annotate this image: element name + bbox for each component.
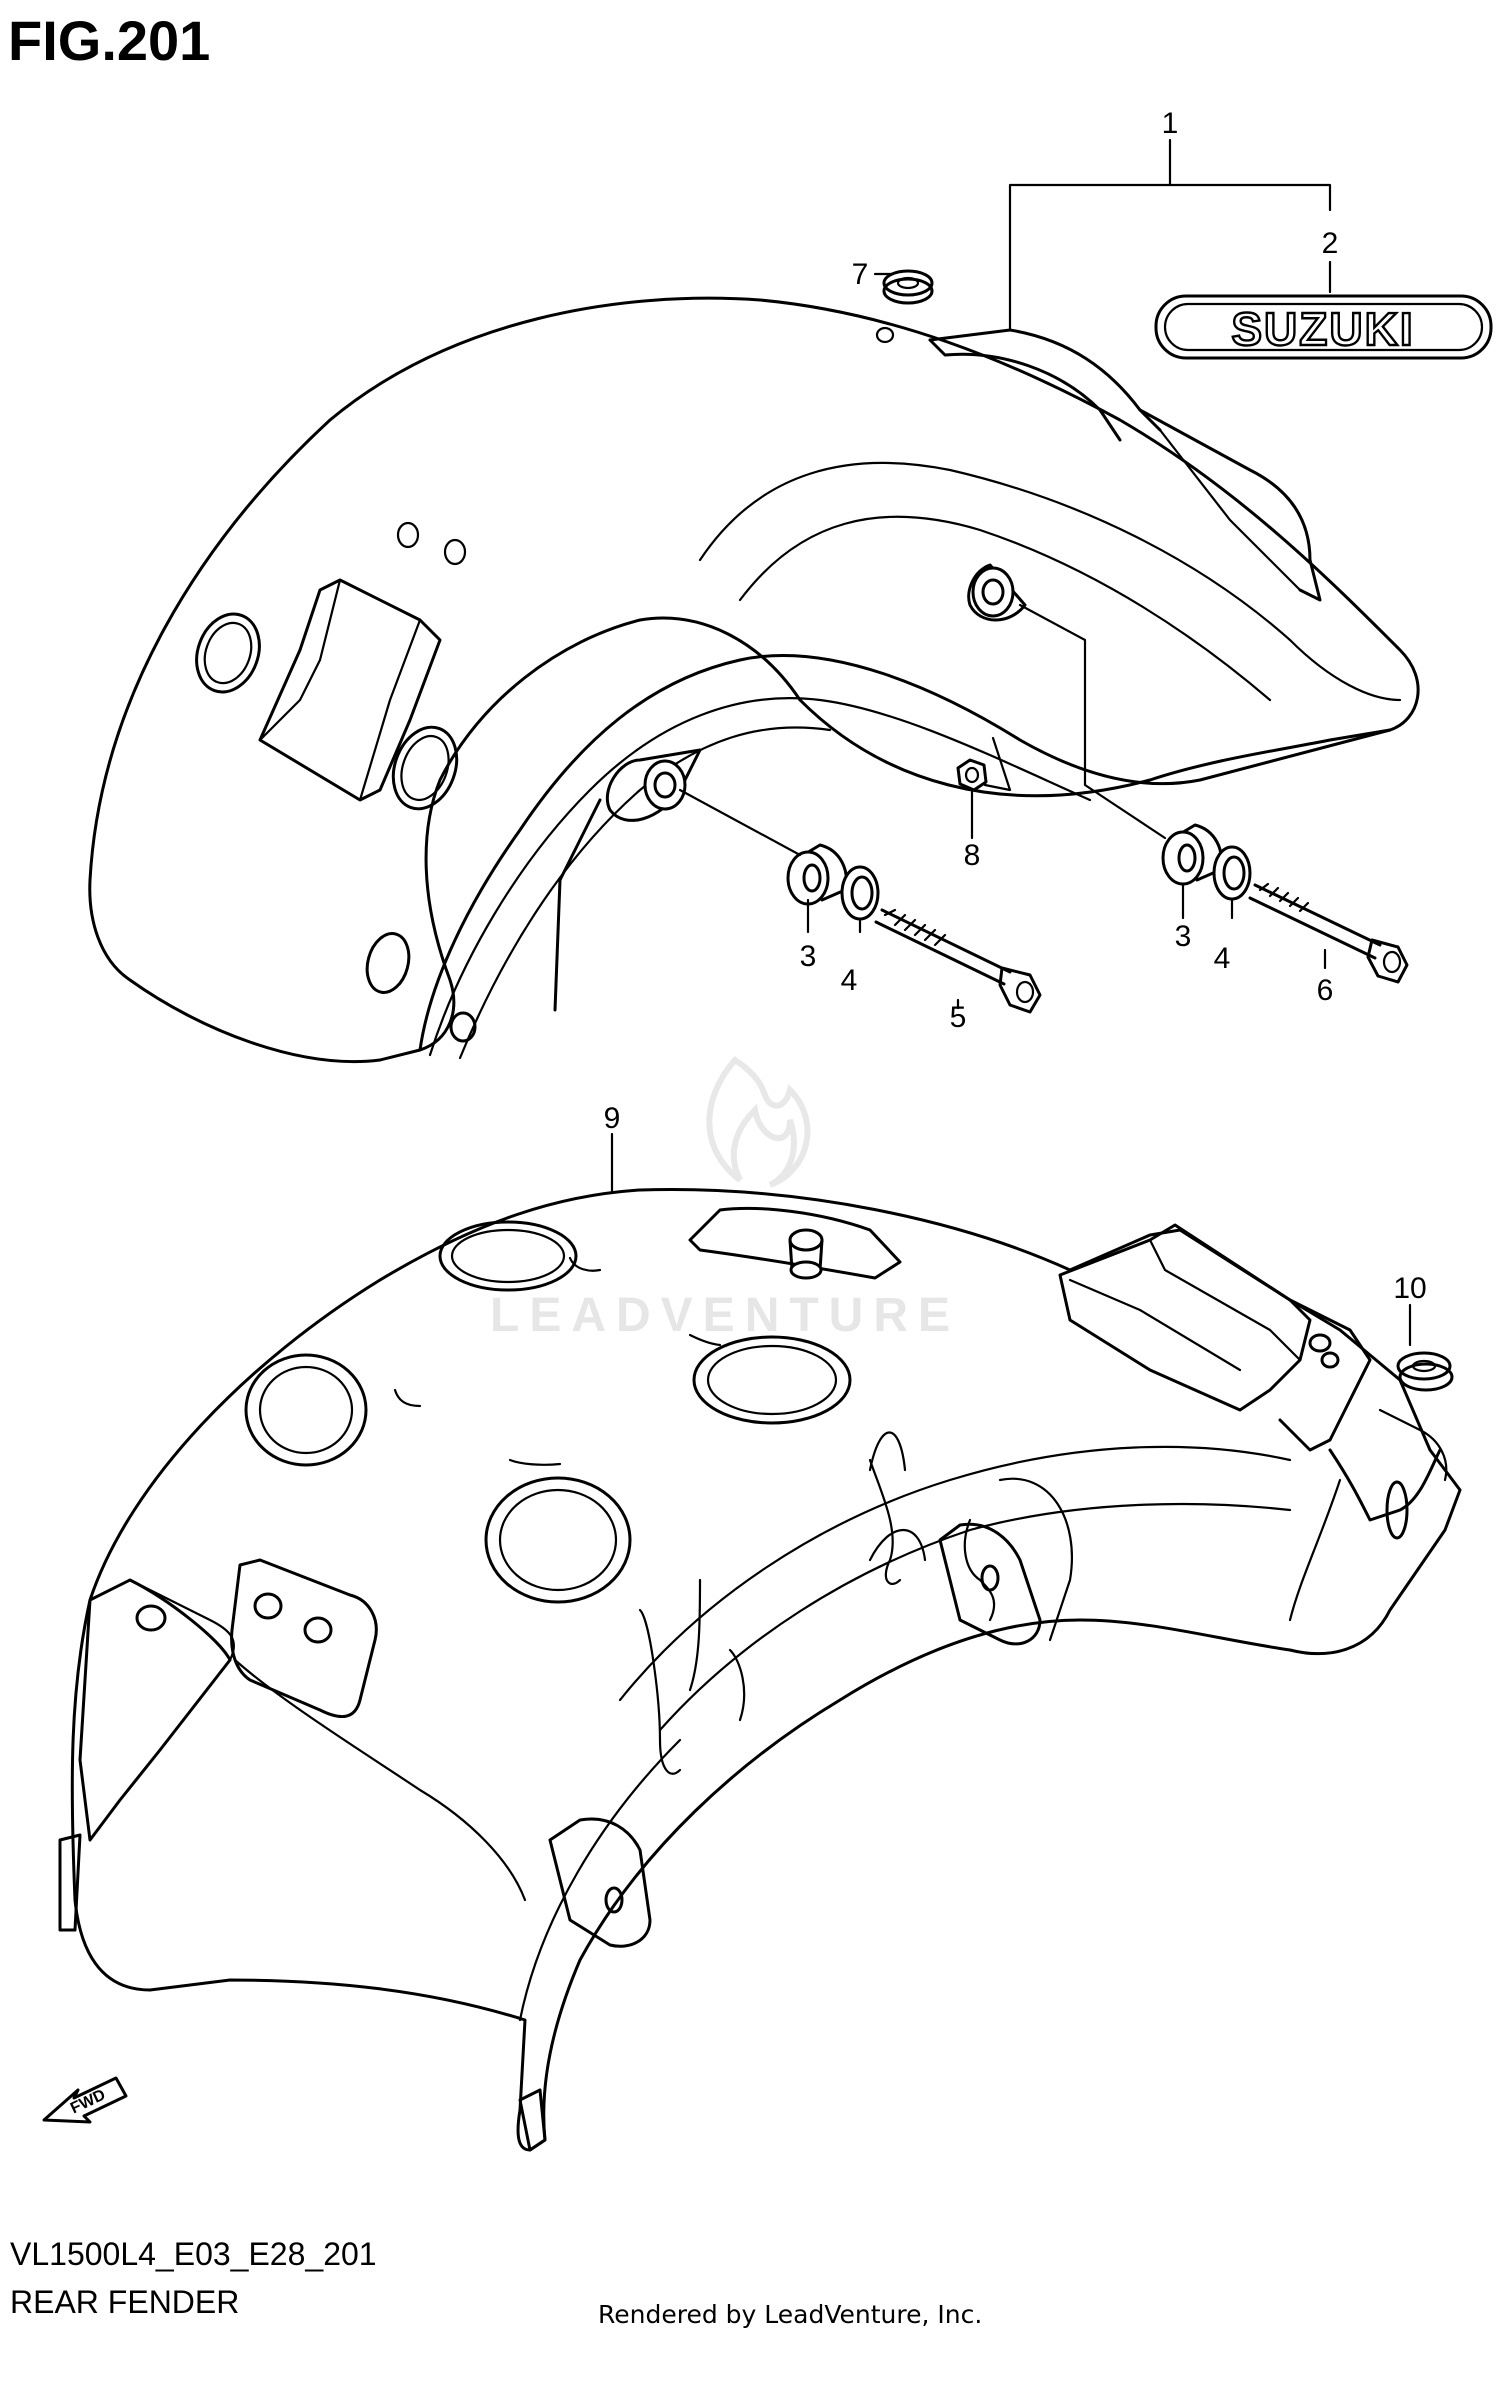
callout-2: 2 — [1322, 227, 1339, 260]
figure-name: REAR FENDER — [10, 2284, 240, 2320]
leader-lines-lower — [610, 1132, 1412, 1347]
spacer-3-right — [1161, 823, 1223, 886]
nut-8 — [956, 736, 1012, 792]
watermark-text: LEADVENTURE — [490, 1289, 961, 1342]
callout-4-left: 4 — [841, 964, 858, 997]
watermark-flame-icon — [706, 1056, 811, 1188]
emblem-text: SUZUKI — [1231, 303, 1414, 355]
grommet-10 — [1396, 1351, 1454, 1392]
washer-4-right — [1212, 845, 1252, 901]
callout-5: 5 — [950, 1001, 967, 1034]
callout-labels: 1 2 7 8 3 4 5 3 4 6 9 10 — [604, 107, 1427, 1305]
fwd-arrow-icon: FWD — [42, 2076, 128, 2124]
callout-3-left: 3 — [800, 940, 817, 973]
callout-1: 1 — [1162, 107, 1179, 140]
bolt-6 — [1248, 882, 1409, 984]
grommet-7 — [882, 269, 934, 305]
render-credit: Rendered by LeadVenture, Inc. — [598, 2300, 983, 2329]
rear-fender-upper — [88, 296, 1420, 1064]
model-code: VL1500L4_E03_E28_201 — [10, 2236, 377, 2272]
callout-7: 7 — [852, 258, 869, 291]
callout-8: 8 — [964, 839, 981, 872]
suzuki-emblem: SUZUKI — [1154, 294, 1493, 360]
rear-fender-inner — [58, 1188, 1462, 2152]
callout-6: 6 — [1317, 974, 1334, 1007]
leader-lines-upper — [678, 138, 1332, 1010]
callout-10: 10 — [1393, 1272, 1426, 1305]
callout-9: 9 — [604, 1102, 621, 1135]
bolt-5 — [874, 908, 1042, 1014]
figure-title: FIG.201 — [8, 9, 211, 72]
washer-4-left — [840, 865, 880, 921]
callout-3-right: 3 — [1175, 920, 1192, 953]
callout-4-right: 4 — [1214, 942, 1231, 975]
